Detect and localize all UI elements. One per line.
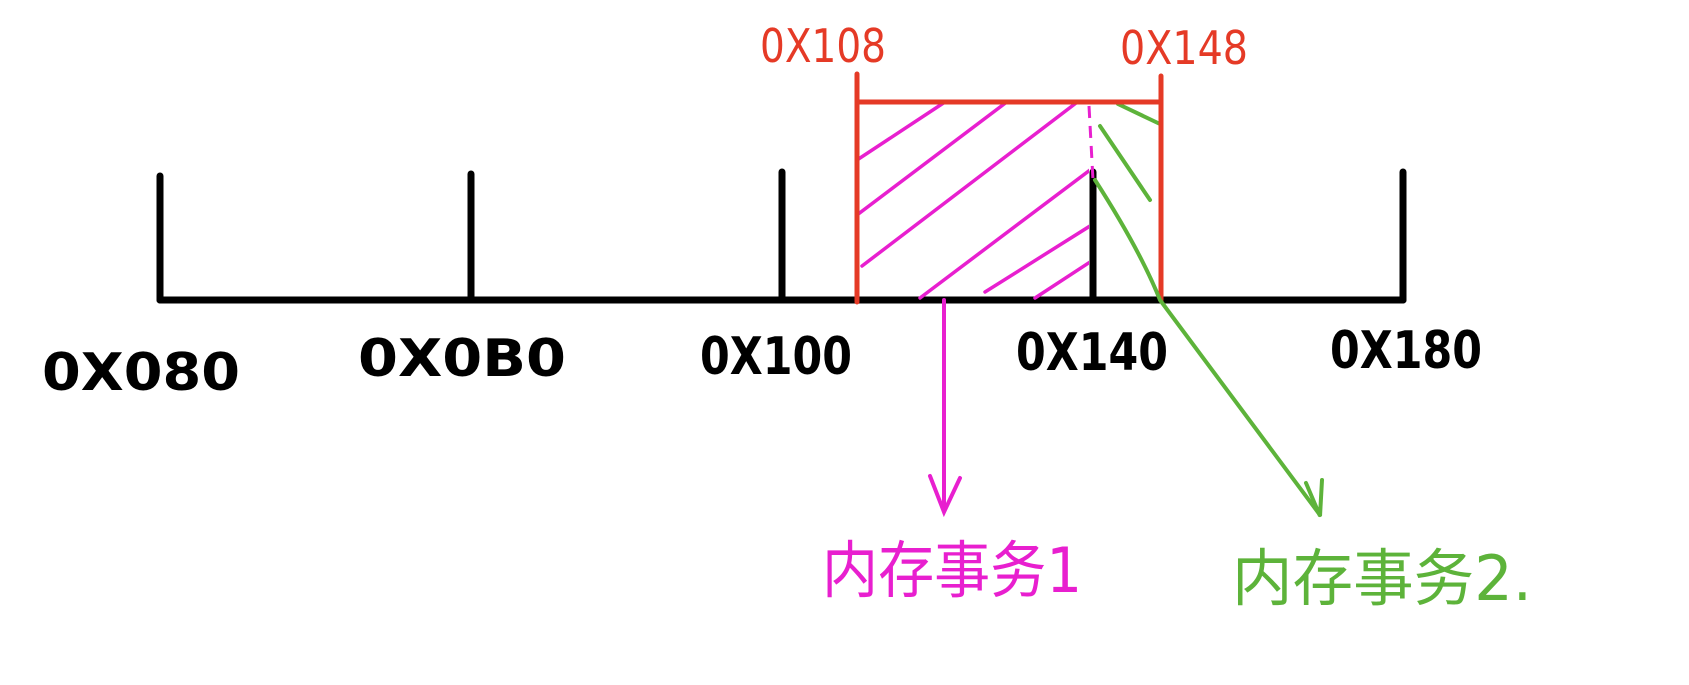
transaction1-label: 内存事务1: [822, 534, 1082, 607]
axis-ticks: [156, 168, 1407, 304]
range-start-label: 0X108: [760, 19, 886, 73]
transaction2-label: 内存事务2.: [1232, 542, 1532, 615]
tick-label-0x100: 0X100: [700, 327, 852, 387]
tick-label-0x0b0: 0X0B0: [358, 329, 566, 389]
transaction1-arrow: [928, 298, 962, 518]
axis-tick-labels: 0X080 0X0B0 0X100 0X140 0X180: [42, 321, 1482, 403]
transaction2-arrow: [1093, 178, 1324, 517]
tick-label-0x180: 0X180: [1330, 321, 1482, 381]
range-end-label: 0X148: [1120, 21, 1248, 75]
tick-label-0x080: 0X080: [42, 343, 240, 403]
transaction-divider: [1087, 105, 1095, 181]
transaction2-hatch: [1098, 102, 1161, 202]
tick-label-0x140: 0X140: [1016, 323, 1168, 383]
address-range-bracket: [854, 71, 1164, 305]
transaction1-hatch: [857, 100, 1089, 300]
